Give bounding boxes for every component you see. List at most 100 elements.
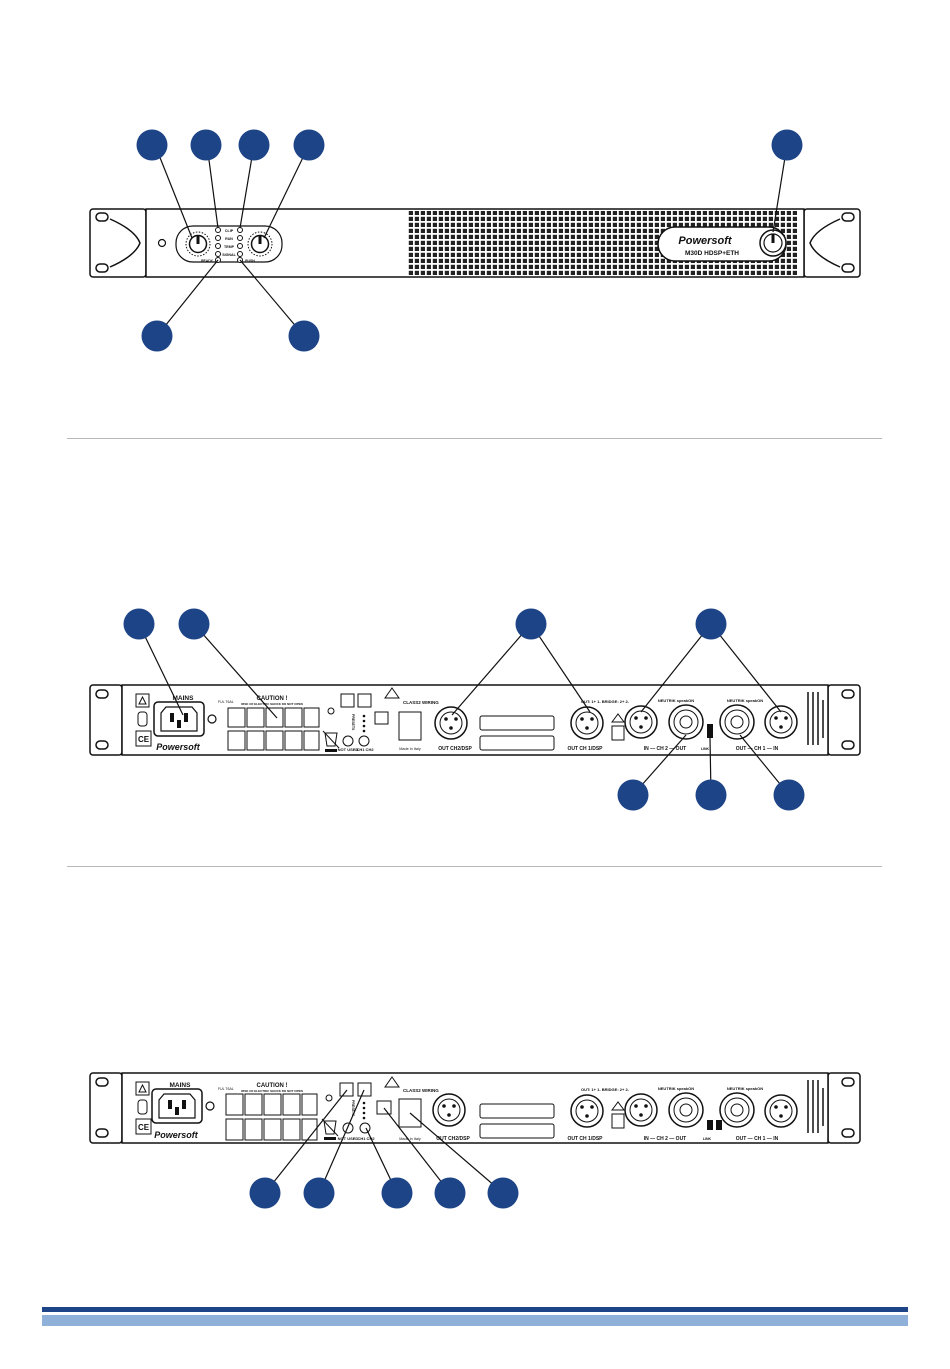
weee-bin-icon <box>321 1118 339 1140</box>
neutrik-label-ch2: NEUTRIK speakON <box>658 698 694 703</box>
ch1-io-label: OUT — CH 1 — IN <box>736 746 779 752</box>
front-callouts <box>136 129 803 352</box>
xlr-in-ch1[interactable] <box>764 1094 798 1128</box>
rear-panel-figure-b: MAINS CE Powersoft FUL T6AL CAUTION ! RI… <box>0 1060 950 1220</box>
caution-subtitle: RISK OF ELECTRIC SHOCK DO NOT OPEN <box>241 702 303 706</box>
fuse-holder <box>207 714 217 724</box>
led-label-temp: TEMP <box>224 245 235 249</box>
speakon-ch2[interactable] <box>668 704 704 740</box>
section-separator <box>67 866 882 867</box>
link-switch-b[interactable] <box>716 1120 722 1130</box>
not-used-label: NOT USED <box>338 1136 359 1141</box>
callout-marker <box>617 779 649 811</box>
xlr-in-ch2[interactable] <box>624 705 658 739</box>
footer-bar-dark <box>42 1307 908 1312</box>
ch2-io-label: IN — CH 2 — OUT <box>644 746 687 752</box>
warning-label-grid <box>227 707 320 751</box>
rack-ear-right <box>803 208 861 278</box>
usb-port[interactable] <box>376 1100 392 1115</box>
usb-port[interactable] <box>374 711 389 725</box>
xlr-out-ch1[interactable] <box>570 706 604 740</box>
fuse-label: FUL T6AL <box>218 700 234 704</box>
out-ch1-label: OUT CH 1/DSP <box>567 746 603 752</box>
dip-switch-presets[interactable] <box>357 1082 372 1097</box>
panel-screw <box>325 1094 333 1102</box>
link-switch[interactable] <box>707 724 713 738</box>
caution-title: CAUTION ! <box>257 696 288 702</box>
speakon-ch1[interactable] <box>719 1092 755 1128</box>
callout-marker <box>487 1177 519 1209</box>
ground-symbol-icon <box>135 1081 150 1096</box>
preset-recall-button[interactable] <box>359 1122 371 1134</box>
dip-switch-presets[interactable] <box>357 693 372 708</box>
warning-triangle-icon <box>384 687 400 699</box>
panel-screw <box>327 707 335 715</box>
switch-icon <box>137 1099 148 1115</box>
fuse-holder <box>205 1101 215 1111</box>
callout-marker <box>249 1177 281 1209</box>
dip-switch-not-used[interactable] <box>339 1082 354 1097</box>
rear-brand-logo: Powersoft <box>154 1130 199 1140</box>
front-screw <box>157 238 167 248</box>
class2-label: CLASS2 WIRING <box>403 1088 439 1093</box>
power-button[interactable] <box>759 229 787 257</box>
callout-marker <box>515 608 547 640</box>
callout-marker <box>303 1177 335 1209</box>
xlr-out-ch2[interactable] <box>434 706 468 740</box>
ch2-io-label: IN — CH 2 — OUT <box>644 1136 687 1142</box>
ethernet-port-a[interactable] <box>398 711 422 741</box>
presets-label: PRESETS <box>351 1100 355 1117</box>
link-switch[interactable] <box>707 1120 713 1130</box>
ce-mark-icon: CE <box>135 730 152 747</box>
xlr-out-ch1[interactable] <box>570 1094 604 1128</box>
front-panel-figure: Powersoft M30D HDSP+ETH <box>0 110 950 360</box>
brand-badge: Powersoft M30D HDSP+ETH <box>657 226 787 262</box>
warning-label-grid <box>225 1093 318 1141</box>
model-label: M30D HDSP+ETH <box>685 250 739 257</box>
mains-label: MAINS <box>173 695 195 702</box>
led-label-signal: SIGNAL <box>222 253 236 257</box>
svg-text:CE: CE <box>138 1123 150 1132</box>
mains-inlet[interactable] <box>151 1088 203 1124</box>
rear-brand-logo: Powersoft <box>156 742 201 752</box>
preset-recall-button[interactable] <box>358 735 370 747</box>
callout-marker <box>293 129 325 161</box>
callout-marker <box>381 1177 413 1209</box>
rear-panel-figure-a: MAINS CE Powersoft FUL T6AL CAUTION ! RI… <box>0 600 950 820</box>
gain-knob-ch2[interactable] <box>247 231 273 257</box>
callout-marker <box>178 608 210 640</box>
xlr-in-ch1[interactable] <box>764 705 798 739</box>
xlr-in-ch2[interactable] <box>624 1093 658 1127</box>
push-label: PUSH <box>245 259 255 263</box>
switch-icon <box>137 711 148 727</box>
callout-marker <box>771 129 803 161</box>
speakon-ch1[interactable] <box>719 704 755 740</box>
speakon-ch2[interactable] <box>668 1092 704 1128</box>
not-used-label: NOT USED <box>338 747 359 752</box>
xlr-out-ch2[interactable] <box>432 1093 466 1127</box>
led-column-ch1 <box>215 227 221 257</box>
callout-marker <box>695 608 727 640</box>
dip-switch-not-used[interactable] <box>340 693 355 708</box>
rear-a-callouts <box>123 608 805 811</box>
neutrik-label-ch2: NEUTRIK speakON <box>658 1086 694 1091</box>
callout-marker <box>288 320 320 352</box>
made-in-label: Made in Italy <box>399 1137 421 1141</box>
mains-inlet[interactable] <box>153 701 205 737</box>
callout-marker <box>141 320 173 352</box>
label-plate-bottom <box>479 1123 555 1139</box>
callout-marker <box>136 129 168 161</box>
not-used-button[interactable] <box>342 735 354 747</box>
weee-bin-icon <box>322 730 340 752</box>
spec-label <box>611 1113 625 1129</box>
callout-marker <box>190 129 222 161</box>
ground-symbol-icon <box>135 693 150 708</box>
rear-ear-right <box>827 684 861 756</box>
callout-marker <box>238 129 270 161</box>
gain-knob-ch1[interactable] <box>185 231 211 257</box>
neutrik-label-ch1: NEUTRIK speakON <box>727 698 763 703</box>
rear-ear-right <box>827 1072 861 1144</box>
link-label: LINK <box>703 1137 712 1141</box>
spec-label <box>611 725 625 741</box>
preset-leds <box>362 1101 366 1120</box>
